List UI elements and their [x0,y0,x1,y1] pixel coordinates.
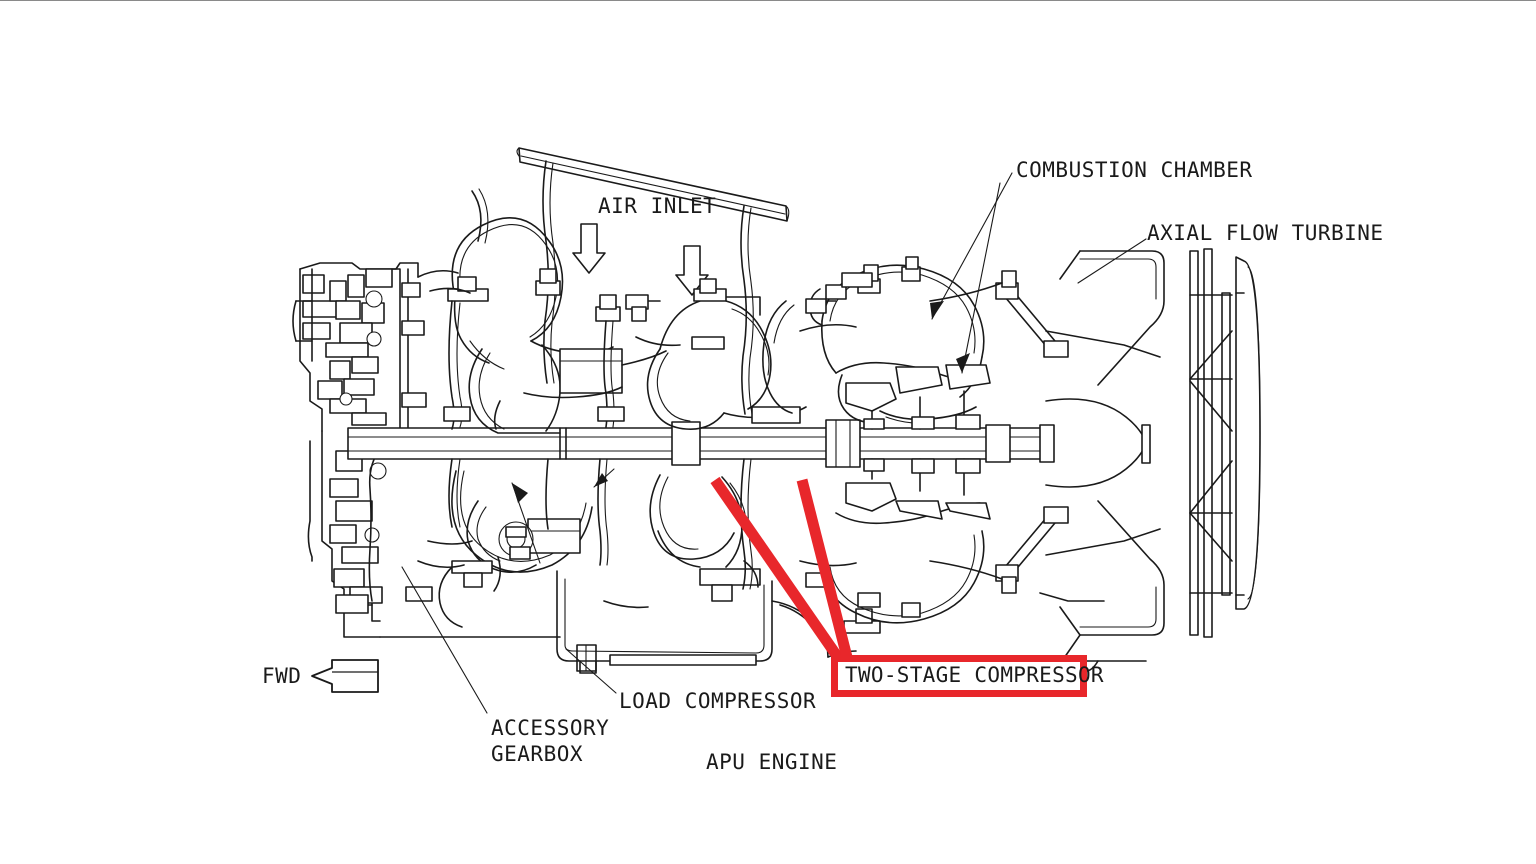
label-air-inlet: AIR INLET [598,194,717,218]
label-accessory-gearbox: ACCESSORY GEARBOX [491,716,610,767]
first-stage-compressor [438,217,625,628]
bottom-duct [343,570,881,674]
accessory-gearbox-assembly [292,262,427,622]
inlet-strut-right [740,205,754,415]
label-load-compressor: LOAD COMPRESSOR [619,689,817,713]
axial-flow-turbine-exhaust [1039,248,1261,672]
external-piping [335,188,857,614]
label-axial-flow-turbine: AXIAL FLOW TURBINE [1147,221,1384,245]
air-inlet-flow-arrow-1 [572,223,606,274]
igniter-tubes [929,270,1069,594]
fwd-label: FWD [262,664,302,688]
fwd-direction-indicator: FWD [262,656,382,698]
fwd-arrow-icon [311,659,379,693]
two-stage-compressor-callout-label: TWO-STAGE COMPRESSOR [845,663,1104,687]
callout-pointer-lines [710,476,856,673]
label-apu-engine: APU ENGINE [706,750,838,774]
main-rotor-shaft [347,419,1055,468]
label-combustion-chamber: COMBUSTION CHAMBER [1016,158,1253,182]
two-stage-compressor-callout-box [831,655,1087,697]
combustion-chamber-section [805,256,991,624]
air-inlet-duct-bar [516,147,790,222]
leader-lines [401,172,1147,714]
